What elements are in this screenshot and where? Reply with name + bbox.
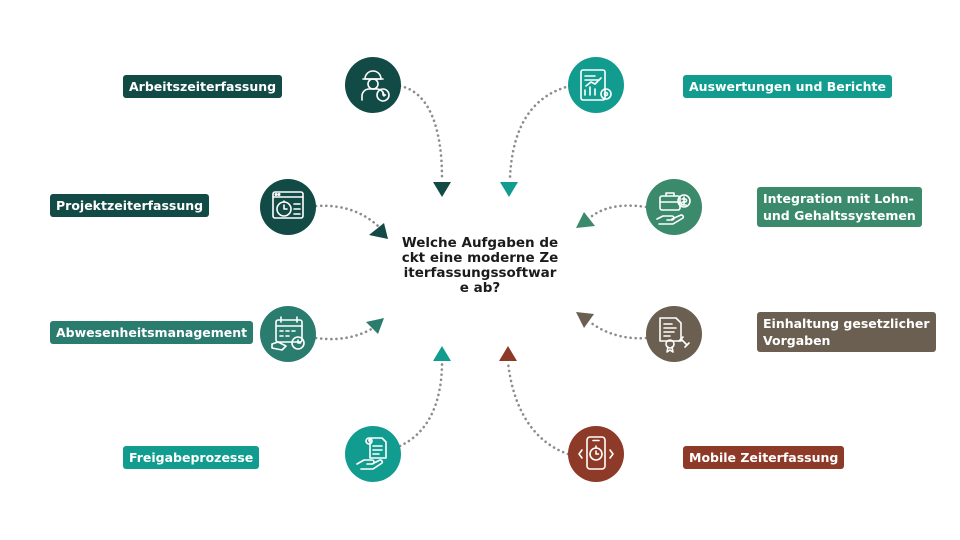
connector-arbeitszeit <box>398 84 444 180</box>
label-integration-line2: und Gehaltssystemen <box>763 208 916 223</box>
calendar-clock-icon <box>260 306 316 362</box>
center-question: Welche Aufgaben deckt eine moderne Zeite… <box>401 235 559 296</box>
label-einhaltung-line1: Einhaltung gesetzlicher <box>763 316 930 331</box>
arrowhead-mobile <box>499 346 517 361</box>
label-freigabeprozesse: Freigabeprozesse <box>123 446 260 469</box>
connector-projekt <box>314 204 380 228</box>
label-projektzeiterfassung: Projektzeiterfassung <box>50 194 210 217</box>
chart-report-icon <box>568 57 624 113</box>
connector-einhaltung <box>588 320 648 340</box>
hand-document-icon <box>345 426 401 482</box>
label-einhaltung: Einhaltung gesetzlicher Vorgaben <box>757 312 936 352</box>
arrowhead-integration <box>576 212 595 228</box>
connector-auswertungen <box>508 84 572 180</box>
arrowhead-projekt <box>369 223 388 239</box>
mobile-stopwatch-icon <box>568 426 624 482</box>
browser-stopwatch-icon <box>260 179 316 235</box>
legal-document-gavel-icon <box>646 306 702 362</box>
label-mobile-zeiterfassung: Mobile Zeiterfassung <box>683 446 845 469</box>
label-arbeitszeiterfassung: Arbeitszeiterfassung <box>123 75 283 98</box>
arrowhead-abwesenheit <box>366 318 384 334</box>
arrowhead-auswertungen <box>500 182 518 197</box>
label-abwesenheitsmanagement: Abwesenheitsmanagement <box>50 321 254 344</box>
label-einhaltung-line2: Vorgaben <box>763 333 831 348</box>
worker-clock-icon <box>345 57 401 113</box>
connector-abwesenheit <box>314 323 380 341</box>
label-auswertungen: Auswertungen und Berichte <box>683 75 892 98</box>
label-integration-line1: Integration mit Lohn- <box>763 191 914 206</box>
hand-briefcase-icon <box>646 179 702 235</box>
arrowhead-freigabe <box>433 346 451 361</box>
arrowhead-einhaltung <box>576 312 594 328</box>
connector-freigabe <box>398 360 444 448</box>
connector-integration <box>590 204 648 218</box>
label-integration: Integration mit Lohn- und Gehaltssysteme… <box>757 187 922 227</box>
arrowhead-arbeitszeit <box>433 182 451 197</box>
connector-mobile <box>506 360 570 456</box>
